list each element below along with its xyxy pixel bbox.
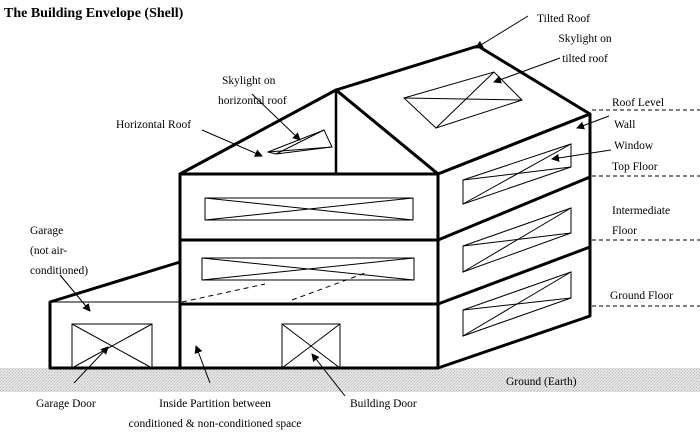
partition-dashes: [181, 271, 369, 303]
label-intermediate-floor-2: Floor: [612, 225, 637, 237]
label-skylight-horizontal-2: horizontal roof: [218, 95, 287, 107]
label-garage-3: conditioned): [30, 265, 89, 277]
label-inside-partition-2: conditioned & non-conditioned space: [128, 418, 302, 430]
label-ground: Ground (Earth): [506, 376, 577, 388]
label-skylight-tilted-1: Skylight on: [558, 33, 612, 45]
label-wall: Wall: [614, 119, 636, 131]
doors: [71, 323, 341, 369]
label-intermediate-floor-1: Intermediate: [612, 205, 671, 217]
label-roof-level: Roof Level: [612, 97, 665, 109]
label-skylight-horizontal-1: Skylight on: [222, 75, 276, 87]
label-ground-floor: Ground Floor: [610, 290, 673, 302]
label-top-floor: Top Floor: [612, 161, 658, 173]
label-window: Window: [614, 140, 654, 152]
skylights: [266, 71, 523, 155]
ground-band: [0, 368, 700, 392]
label-building-door: Building Door: [350, 398, 417, 410]
label-inside-partition-1: Inside Partition between: [159, 398, 271, 410]
leader-arrows: [59, 15, 612, 397]
label-horizontal-roof: Horizontal Roof: [116, 119, 192, 131]
label-garage-2: (not air-: [30, 245, 68, 257]
diagram-title: The Building Envelope (Shell): [4, 6, 184, 21]
front-wall: [178, 172, 440, 370]
label-tilted-roof: Tilted Roof: [537, 13, 590, 25]
front-windows: [201, 197, 415, 281]
label-skylight-tilted-2: tilted roof: [562, 53, 608, 65]
side-windows: [462, 143, 572, 337]
label-garage-door: Garage Door: [36, 398, 96, 410]
label-garage-1: Garage: [30, 225, 64, 237]
level-lines: [592, 109, 700, 307]
